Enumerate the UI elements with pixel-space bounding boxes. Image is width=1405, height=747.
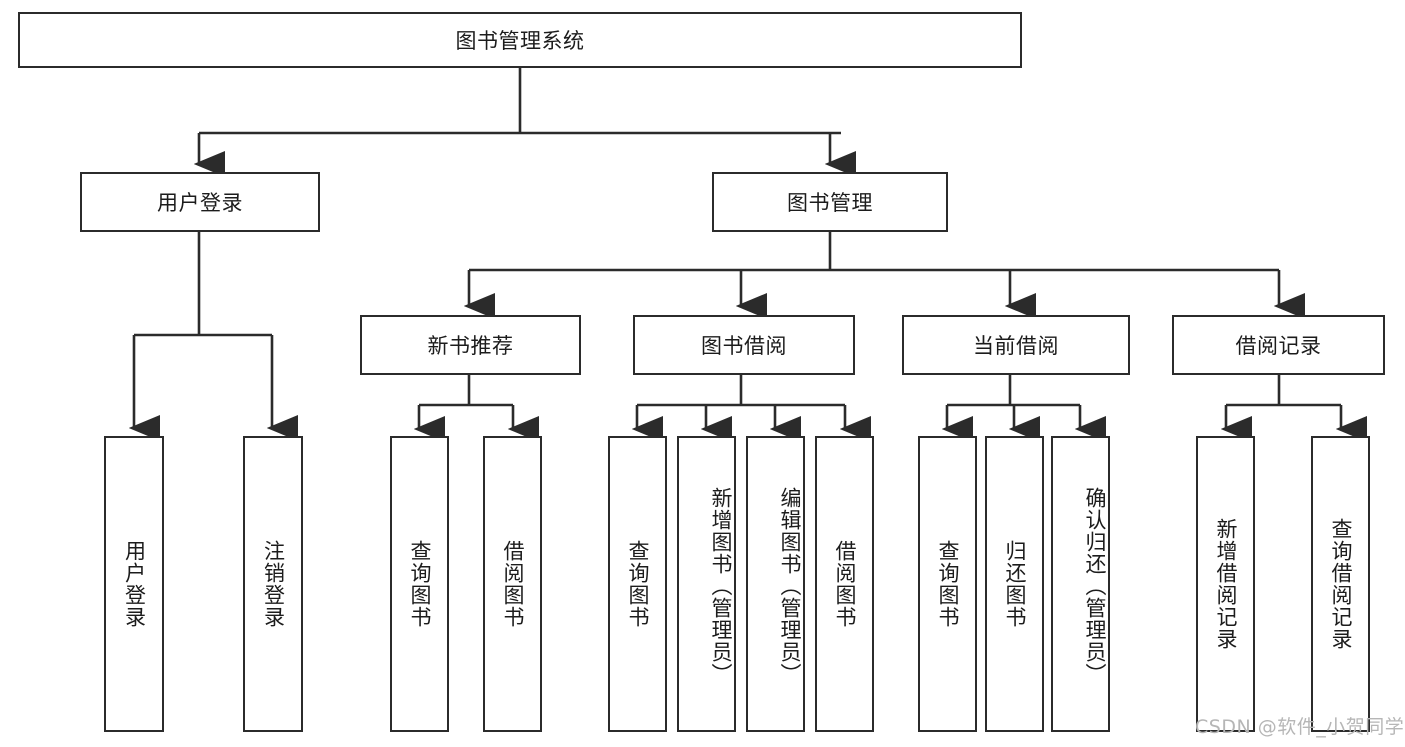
node-user-login[interactable]: 用户登录 [80,172,320,232]
node-leaf-query-book-2[interactable]: 查询图书 [608,436,667,732]
node-leaf-user-login[interactable]: 用户登录 [104,436,164,732]
node-root[interactable]: 图书管理系统 [18,12,1022,68]
node-leaf-edit-book-label: 编辑图书（管理员） [778,487,802,685]
csdn-watermark: CSDN @软件_小贺同学 [1195,716,1405,738]
node-leaf-confirm-return-label: 确认归还（管理员） [1083,487,1107,685]
node-leaf-logout[interactable]: 注销登录 [243,436,303,732]
node-leaf-borrow-book-2[interactable]: 借阅图书 [815,436,874,732]
node-leaf-add-borrow-record[interactable]: 新增借阅记录 [1196,436,1255,732]
node-new-book-recommend[interactable]: 新书推荐 [360,315,581,375]
node-leaf-borrow-book-1-label: 借阅图书 [500,540,525,628]
node-leaf-query-book-1[interactable]: 查询图书 [390,436,449,732]
node-leaf-add-borrow-record-label: 新增借阅记录 [1213,518,1238,650]
node-leaf-query-book-2-label: 查询图书 [625,540,650,628]
node-leaf-query-borrow-record[interactable]: 查询借阅记录 [1311,436,1370,732]
node-borrow-record-label: 借阅记录 [1235,334,1322,358]
node-leaf-query-book-3[interactable]: 查询图书 [918,436,977,732]
node-leaf-edit-book[interactable]: 编辑图书（管理员） [746,436,805,732]
node-leaf-return-book-label: 归还图书 [1002,540,1027,628]
node-user-login-label: 用户登录 [157,191,243,215]
node-leaf-add-book[interactable]: 新增图书（管理员） [677,436,736,732]
node-root-label: 图书管理系统 [455,29,585,53]
node-book-borrow[interactable]: 图书借阅 [633,315,855,375]
node-leaf-logout-label: 注销登录 [261,540,286,628]
node-leaf-return-book[interactable]: 归还图书 [985,436,1044,732]
node-book-management-label: 图书管理 [787,191,873,215]
node-leaf-query-book-3-label: 查询图书 [935,540,960,628]
node-leaf-query-book-1-label: 查询图书 [407,540,432,628]
node-current-borrow[interactable]: 当前借阅 [902,315,1130,375]
node-leaf-confirm-return[interactable]: 确认归还（管理员） [1051,436,1110,732]
node-current-borrow-label: 当前借阅 [973,334,1059,358]
node-new-book-recommend-label: 新书推荐 [427,334,514,358]
node-book-borrow-label: 图书借阅 [701,334,787,358]
node-leaf-user-login-label: 用户登录 [122,540,147,628]
node-leaf-add-book-label: 新增图书（管理员） [709,487,733,685]
node-book-management[interactable]: 图书管理 [712,172,948,232]
node-leaf-borrow-book-2-label: 借阅图书 [832,540,857,628]
node-leaf-borrow-book-1[interactable]: 借阅图书 [483,436,542,732]
node-borrow-record[interactable]: 借阅记录 [1172,315,1385,375]
node-leaf-query-borrow-record-label: 查询借阅记录 [1328,518,1353,650]
